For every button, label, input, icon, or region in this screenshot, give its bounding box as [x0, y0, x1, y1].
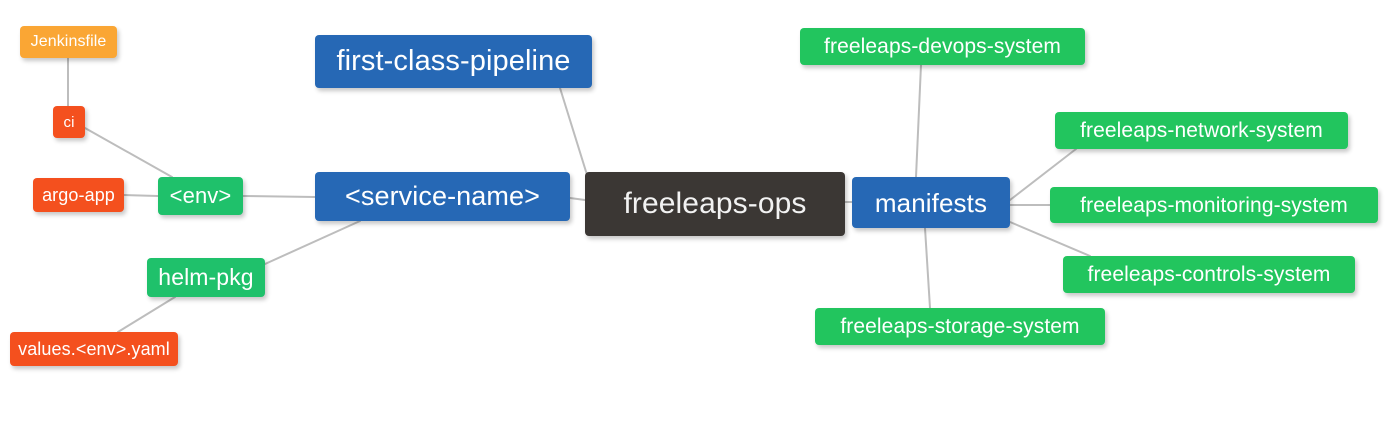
mindmap-node-freeleaps-devops-system[interactable]: freeleaps-devops-system: [800, 28, 1085, 65]
mindmap-node-ci[interactable]: ci: [53, 106, 85, 138]
node-label: <service-name>: [345, 181, 540, 211]
mindmap-node-freeleaps-storage-system[interactable]: freeleaps-storage-system: [815, 308, 1105, 345]
edge-manifests-to-freeleaps-devops-system: [915, 64, 922, 178]
node-label: ci: [63, 113, 75, 131]
node-label: freeleaps-monitoring-system: [1080, 193, 1348, 217]
node-label: helm-pkg: [158, 264, 254, 290]
edge-manifests-to-freeleaps-storage-system: [924, 227, 931, 309]
mindmap-node-freeleaps-monitoring-system[interactable]: freeleaps-monitoring-system: [1050, 187, 1378, 223]
mindmap-node-first-class-pipeline[interactable]: first-class-pipeline: [315, 35, 592, 88]
mindmap-node-argo-app[interactable]: argo-app: [33, 178, 124, 212]
edge-manifests-to-freeleaps-controls-system: [1009, 221, 1091, 257]
mindmap-node-env[interactable]: <env>: [158, 177, 243, 215]
node-label: freeleaps-ops: [623, 187, 807, 220]
mindmap-node-jenkinsfile[interactable]: Jenkinsfile: [20, 26, 117, 58]
node-label: <env>: [169, 183, 232, 208]
node-label: freeleaps-devops-system: [824, 35, 1061, 58]
node-label: first-class-pipeline: [336, 45, 571, 77]
node-label: argo-app: [42, 185, 115, 205]
edge-env-to-argo-app: [123, 194, 159, 197]
edge-helm-pkg-to-values-env-yaml: [117, 296, 176, 333]
edge-service-name-to-helm-pkg: [264, 220, 361, 265]
node-label: freeleaps-storage-system: [840, 315, 1080, 338]
node-label: values.<env>.yaml: [18, 339, 170, 359]
edge-service-name-to-env: [242, 195, 316, 198]
mindmap-node-values-env-yaml[interactable]: values.<env>.yaml: [10, 332, 178, 366]
mindmap-node-helm-pkg[interactable]: helm-pkg: [147, 258, 265, 297]
edge-freeleaps-ops-to-first-class-pipeline: [559, 87, 589, 179]
edge-freeleaps-ops-to-service-name: [569, 197, 586, 201]
mindmap-node-freeleaps-ops[interactable]: freeleaps-ops: [585, 172, 845, 236]
mindmap-node-manifests[interactable]: manifests: [852, 177, 1010, 228]
node-label: freeleaps-network-system: [1080, 119, 1323, 142]
node-label: manifests: [874, 187, 988, 218]
mindmap-node-freeleaps-controls-system[interactable]: freeleaps-controls-system: [1063, 256, 1355, 293]
node-label: Jenkinsfile: [30, 33, 107, 50]
node-label: freeleaps-controls-system: [1087, 263, 1331, 286]
mindmap-node-freeleaps-network-system[interactable]: freeleaps-network-system: [1055, 112, 1348, 149]
mindmap-node-service-name[interactable]: <service-name>: [315, 172, 570, 221]
edge-env-to-ci: [84, 127, 173, 178]
